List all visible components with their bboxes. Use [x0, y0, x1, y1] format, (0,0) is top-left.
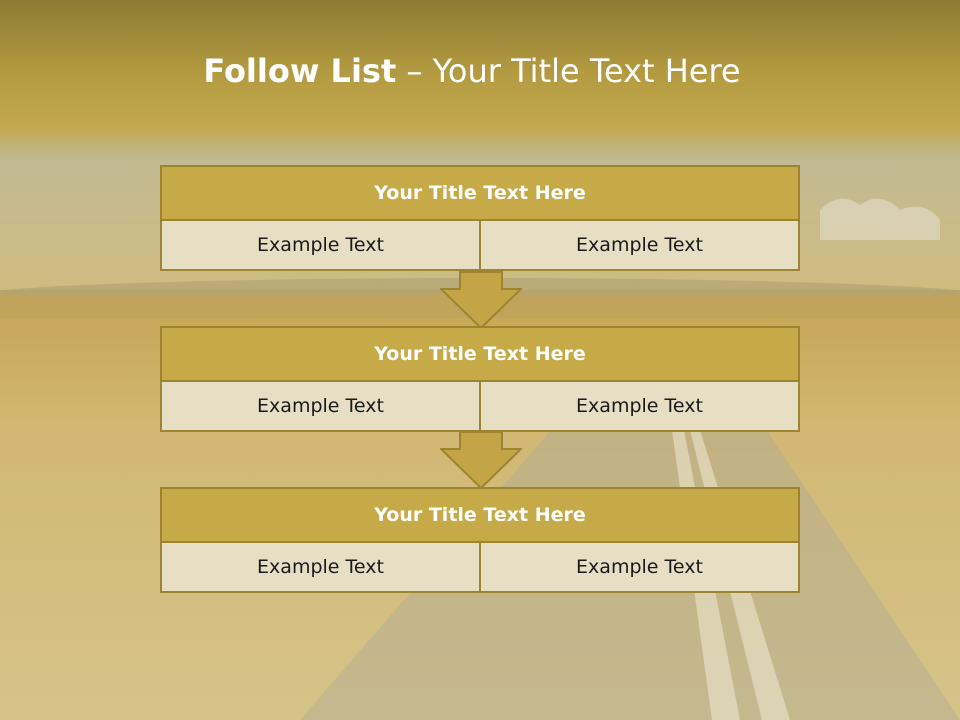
block-row: Example Text Example Text [160, 221, 800, 271]
block-title: Your Title Text Here [160, 326, 800, 382]
block-row: Example Text Example Text [160, 543, 800, 593]
follow-block-2: Your Title Text Here Example Text Exampl… [160, 326, 800, 432]
block-cell-right: Example Text [481, 221, 800, 271]
slide-title-rest: – Your Title Text Here [396, 52, 741, 90]
block-cell-left: Example Text [160, 221, 481, 271]
block-cell-right: Example Text [481, 543, 800, 593]
block-cell-right: Example Text [481, 382, 800, 432]
block-cell-left: Example Text [160, 543, 481, 593]
down-arrow-icon [440, 271, 522, 329]
follow-block-1: Your Title Text Here Example Text Exampl… [160, 165, 800, 271]
slide-title: Follow List – Your Title Text Here [0, 52, 944, 90]
block-title: Your Title Text Here [160, 165, 800, 221]
block-cell-left: Example Text [160, 382, 481, 432]
slide-title-bold: Follow List [203, 52, 397, 90]
follow-block-3: Your Title Text Here Example Text Exampl… [160, 487, 800, 593]
block-title: Your Title Text Here [160, 487, 800, 543]
down-arrow-icon [440, 431, 522, 489]
header-band [0, 0, 960, 160]
block-row: Example Text Example Text [160, 382, 800, 432]
